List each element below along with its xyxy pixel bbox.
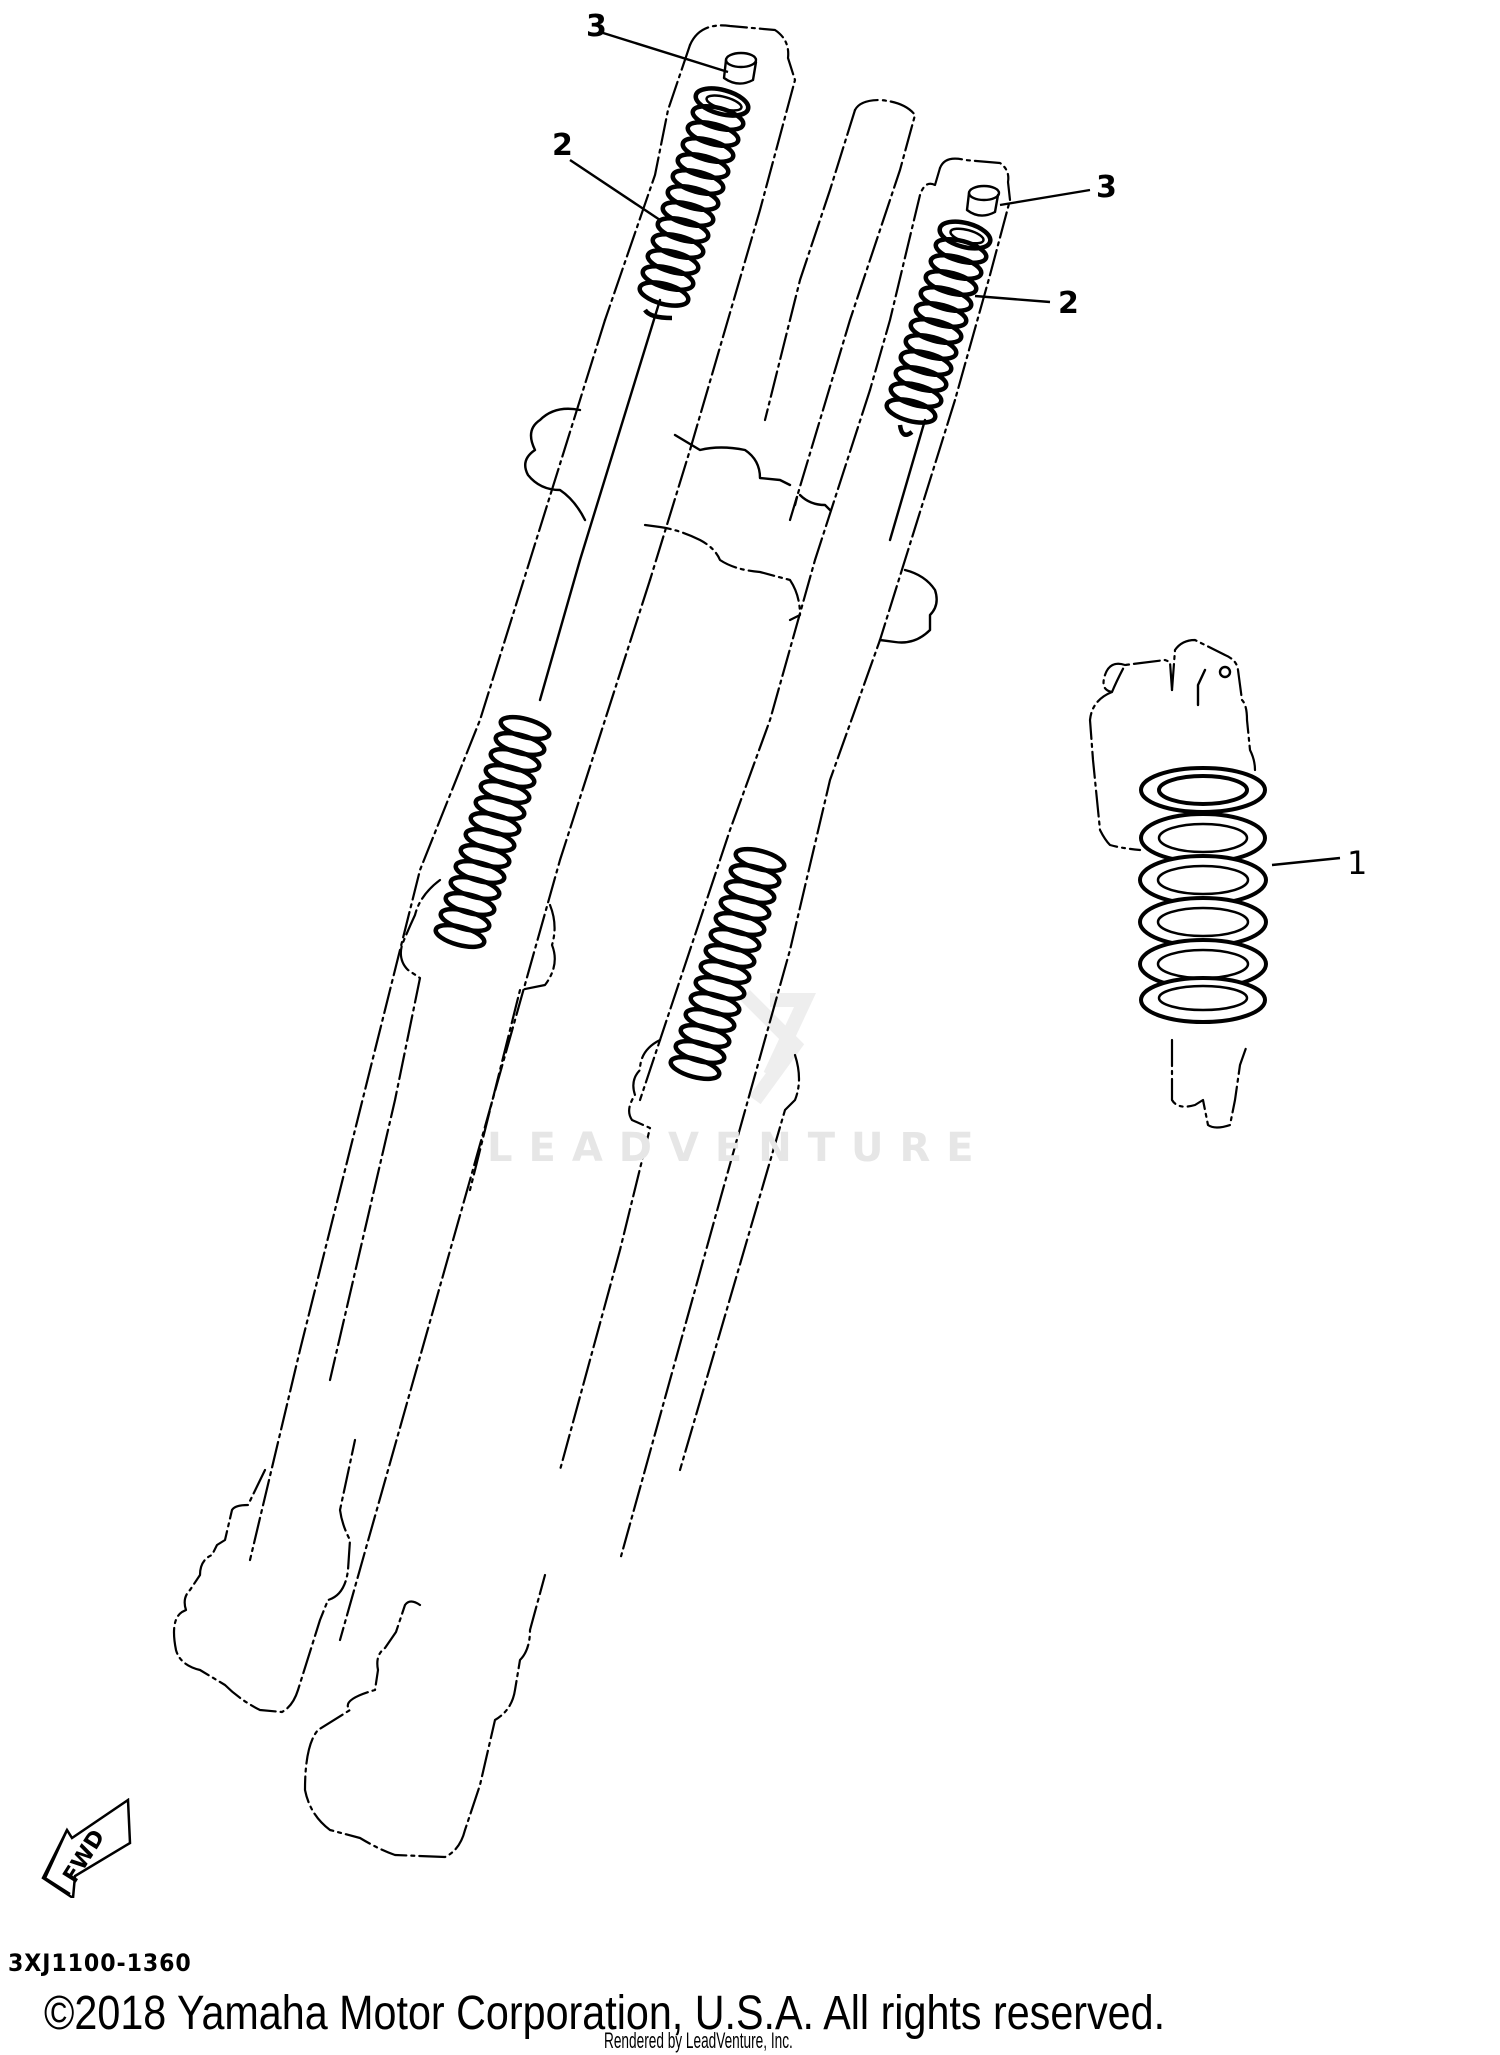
callout-3-left: 3 <box>586 9 607 44</box>
right-fork-collar <box>965 184 1001 217</box>
rear-shock-absorber <box>1088 638 1268 1129</box>
callout-2-right: 2 <box>1058 286 1079 321</box>
right-fork-assembly <box>303 157 1012 1859</box>
leader-lines <box>569 30 1341 867</box>
leader-3-right <box>999 188 1091 207</box>
left-fork-collar <box>722 51 758 85</box>
right-upper-fork-spring <box>884 219 993 438</box>
left-upper-fork-spring <box>637 86 751 321</box>
right-lower-fork-spring <box>668 846 787 1082</box>
steering-stem <box>643 98 917 622</box>
left-lower-fork-spring <box>433 714 552 950</box>
callout-3-right: 3 <box>1096 170 1117 205</box>
rendered-by-notice: Rendered by LeadVenture, Inc. <box>604 2028 793 2053</box>
left-fork-assembly <box>172 24 797 1714</box>
leadventure-watermark: LEADVENTURE <box>487 1125 990 1171</box>
leadventure-logo-mark <box>740 990 816 1105</box>
leader-1 <box>1271 856 1341 867</box>
fwd-arrow-icon: FWD <box>40 1797 135 1901</box>
part-code: 3XJ1100-1360 <box>8 1949 192 1977</box>
callout-2-left: 2 <box>552 128 573 163</box>
leader-2-left <box>569 159 661 221</box>
leader-2-right <box>974 294 1051 304</box>
leader-3-left <box>599 30 729 74</box>
copyright-notice: ©2018 Yamaha Motor Corporation, U.S.A. A… <box>44 1987 1166 2040</box>
callout-1: 1 <box>1347 844 1368 882</box>
